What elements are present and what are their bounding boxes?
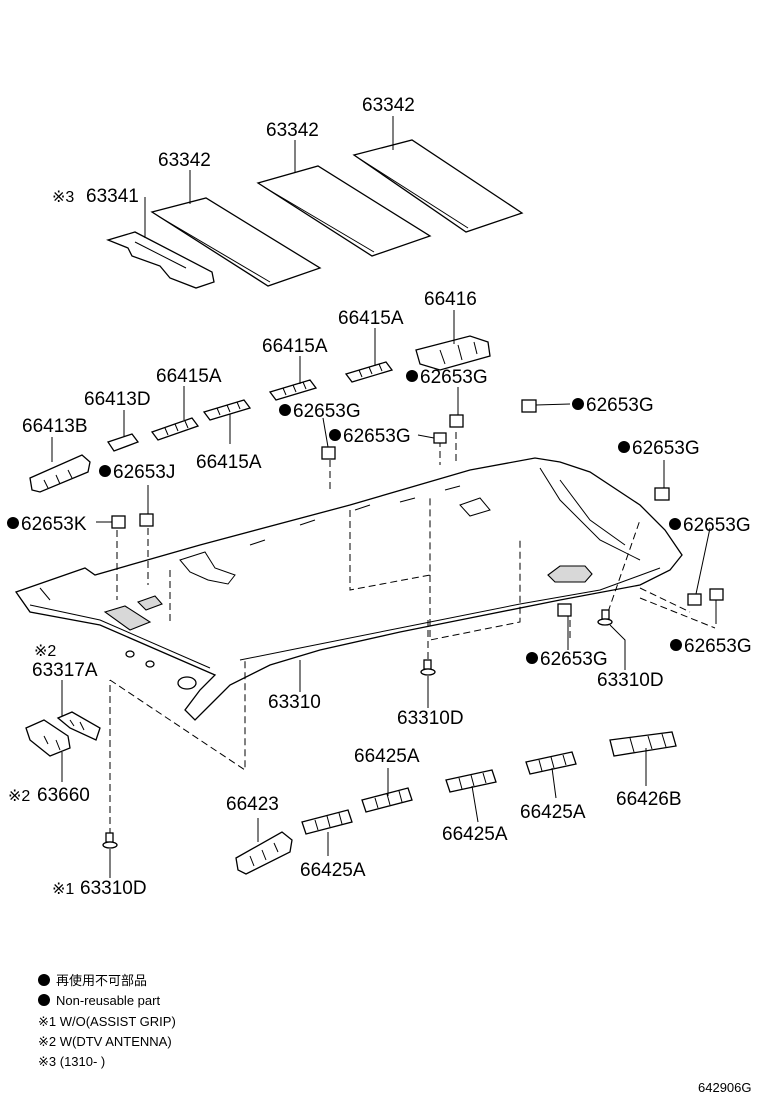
- label-mark-2a: ※2: [34, 643, 56, 660]
- label-mark-1: ※1: [52, 881, 74, 898]
- label-63342-c: 63342: [158, 150, 211, 171]
- label-66413D: 66413D: [84, 389, 151, 410]
- roof-pad-63342-left: [150, 197, 322, 287]
- clip-62653G-e: [654, 487, 670, 501]
- label-63310D-3: 63310D: [80, 878, 147, 899]
- nonreusable-bullets: [7, 370, 682, 1006]
- legend-nonreusable-en: Non-reusable part: [56, 993, 160, 1008]
- bracket-66413D: [106, 433, 140, 452]
- screw-63310D-bottom: [102, 832, 118, 849]
- clip-62653G-g: [709, 588, 724, 601]
- label-66416: 66416: [424, 289, 477, 310]
- screw-63310D-center: [420, 659, 436, 676]
- label-62653G-2: 62653G: [293, 401, 361, 422]
- bracket-66415A-left: [150, 417, 200, 441]
- bracket-66425A-bottom-right: [525, 751, 577, 775]
- antenna-cover-63660: [25, 719, 71, 757]
- roof-pad-63341: [106, 231, 215, 289]
- bracket-66425A-bottom-left: [301, 809, 353, 835]
- bracket-66425A-bottom-center: [445, 769, 497, 793]
- label-66413B: 66413B: [22, 416, 88, 437]
- bracket-66415A-upper: [268, 379, 318, 401]
- label-63341: 63341: [86, 186, 139, 207]
- bracket-66425A-bottom-mid: [361, 787, 413, 813]
- label-63317A: 63317A: [32, 660, 98, 681]
- label-63310: 63310: [268, 692, 321, 713]
- label-66426B: 66426B: [616, 789, 682, 810]
- label-mark-3: ※3: [52, 189, 74, 206]
- clip-62653G-b: [433, 432, 447, 444]
- label-66425A-3: 66425A: [442, 824, 508, 845]
- clip-62653G-a: [321, 446, 336, 460]
- label-66425A-1: 66425A: [354, 746, 420, 767]
- legend-note-1: ※1 W/O(ASSIST GRIP): [38, 1014, 176, 1029]
- label-66425A-4: 66425A: [520, 802, 586, 823]
- label-62653G-3: 62653G: [343, 426, 411, 447]
- label-63310D-2: 63310D: [597, 670, 664, 691]
- clip-62653J: [139, 513, 154, 527]
- bracket-66413B: [29, 454, 91, 493]
- label-66425A-2: 66425A: [300, 860, 366, 881]
- bracket-66423: [235, 831, 293, 875]
- label-66415A-2: 66415A: [262, 336, 328, 357]
- bracket-66426B: [609, 731, 677, 757]
- clip-62653K: [111, 515, 126, 529]
- label-66415A-3: 66415A: [156, 366, 222, 387]
- diagram-code: 642906G: [698, 1080, 752, 1095]
- clip-62653G-h: [557, 603, 572, 617]
- label-62653K: 62653K: [21, 514, 87, 535]
- label-mark-2b: ※2: [8, 788, 30, 805]
- label-66415A-1: 66415A: [338, 308, 404, 329]
- roof-headliner-63310: [14, 457, 683, 721]
- label-66415A-4: 66415A: [196, 452, 262, 473]
- label-63660: 63660: [37, 785, 90, 806]
- label-63342-b: 63342: [266, 120, 319, 141]
- clip-62653G-c: [449, 414, 464, 428]
- bracket-66415A-right: [344, 361, 394, 383]
- antenna-bracket-63317A: [56, 711, 101, 741]
- label-62653G-7: 62653G: [684, 636, 752, 657]
- clip-62653G-d: [521, 399, 537, 413]
- antenna-module-66416: [415, 335, 491, 371]
- label-62653G-1: 62653G: [420, 367, 488, 388]
- label-62653G-8: 62653G: [540, 649, 608, 670]
- legend-note-3: ※3 (1310- ): [38, 1054, 105, 1069]
- label-62653G-6: 62653G: [683, 515, 751, 536]
- label-63310D-1: 63310D: [397, 708, 464, 729]
- bracket-66415A-center: [202, 399, 252, 421]
- label-63342-a: 63342: [362, 95, 415, 116]
- clip-62653G-f: [687, 593, 702, 606]
- label-62653G-4: 62653G: [586, 395, 654, 416]
- screw-63310D-right: [597, 609, 613, 626]
- legend-nonreusable-jp: 再使用不可部品: [56, 973, 147, 988]
- legend-note-2: ※2 W(DTV ANTENNA): [38, 1034, 172, 1049]
- roof-pad-63342-middle: [256, 165, 432, 257]
- label-66423: 66423: [226, 794, 279, 815]
- label-62653G-5: 62653G: [632, 438, 700, 459]
- label-62653J: 62653J: [113, 462, 175, 483]
